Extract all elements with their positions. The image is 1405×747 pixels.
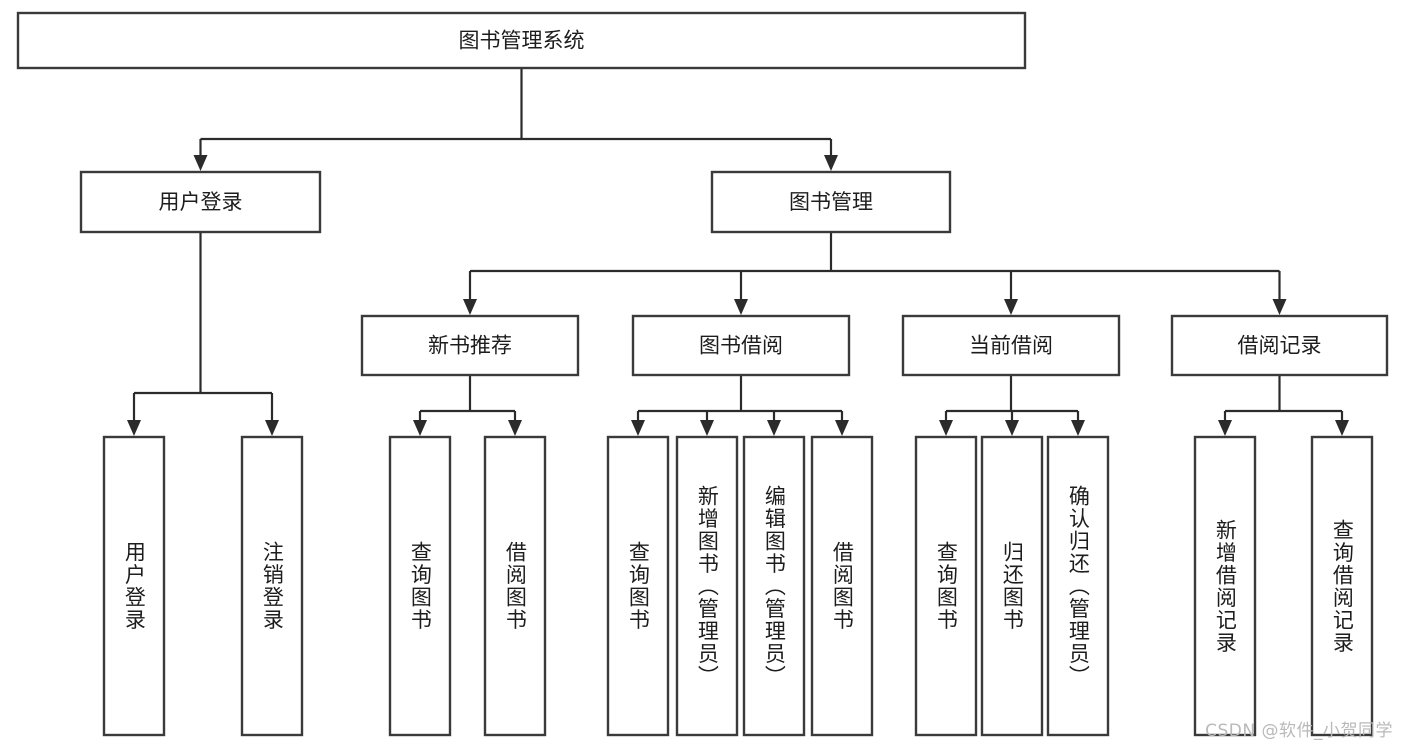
arrow-head-icon (413, 420, 427, 436)
node-box-leaf-user-logout[interactable] (240, 435, 304, 737)
node-box-leaf-add-record[interactable] (1193, 435, 1257, 737)
arrow-head-icon (1005, 420, 1019, 436)
node-label-borrow-record: 借阅记录 (1238, 334, 1322, 358)
node-label-new-book-rec: 新书推荐 (428, 334, 512, 358)
node-label-current-borrow: 当前借阅 (969, 334, 1053, 358)
csdn-watermark: CSDN @软件_小贺同学 (1205, 721, 1393, 741)
arrow-head-icon (835, 420, 849, 436)
node-box-leaf-user-login[interactable] (102, 435, 166, 737)
node-box-root[interactable] (16, 11, 1027, 70)
node-box-user-login[interactable] (79, 170, 322, 234)
node-label-root: 图书管理系统 (459, 29, 585, 53)
node-box-leaf-return-book[interactable] (980, 435, 1044, 737)
arrow-head-icon (700, 420, 714, 436)
node-box-leaf-borrow-book[interactable] (810, 435, 874, 737)
arrow-head-icon (734, 299, 748, 315)
node-box-leaf-borrow-book-rec[interactable] (483, 435, 547, 737)
node-box-leaf-confirm-return[interactable] (1046, 435, 1110, 737)
arrow-head-icon (193, 155, 208, 171)
node-box-leaf-query-book-borrow[interactable] (606, 435, 670, 737)
arrow-head-icon (1004, 299, 1018, 315)
node-box-book-manage[interactable] (710, 170, 952, 234)
arrow-head-icon (767, 420, 781, 436)
arrow-head-icon (265, 420, 279, 436)
arrow-head-icon (463, 299, 477, 315)
arrow-head-icon (508, 420, 522, 436)
node-label-book-manage: 图书管理 (789, 190, 873, 214)
arrow-head-icon (631, 420, 645, 436)
box-layer (16, 11, 1389, 737)
arrow-head-icon (939, 420, 953, 436)
arrow-head-icon (1335, 420, 1349, 436)
arrow-head-icon (127, 420, 141, 436)
node-box-leaf-query-book-cur[interactable] (914, 435, 978, 737)
node-box-current-borrow[interactable] (901, 314, 1121, 377)
arrow-head-icon (1071, 420, 1085, 436)
node-box-leaf-edit-book[interactable] (742, 435, 806, 737)
node-box-leaf-add-book[interactable] (675, 435, 739, 737)
node-box-new-book-rec[interactable] (360, 314, 580, 377)
node-box-leaf-query-book-rec[interactable] (388, 435, 452, 737)
connector-layer (127, 68, 1349, 436)
arrow-head-icon (1218, 420, 1232, 436)
node-label-book-borrow: 图书借阅 (699, 334, 783, 358)
node-label-user-login: 用户登录 (159, 190, 243, 214)
node-box-leaf-query-record[interactable] (1310, 435, 1374, 737)
node-box-book-borrow[interactable] (631, 314, 851, 377)
arrow-head-icon (824, 155, 838, 171)
node-box-borrow-record[interactable] (1170, 314, 1389, 377)
arrow-head-icon (1272, 299, 1287, 315)
